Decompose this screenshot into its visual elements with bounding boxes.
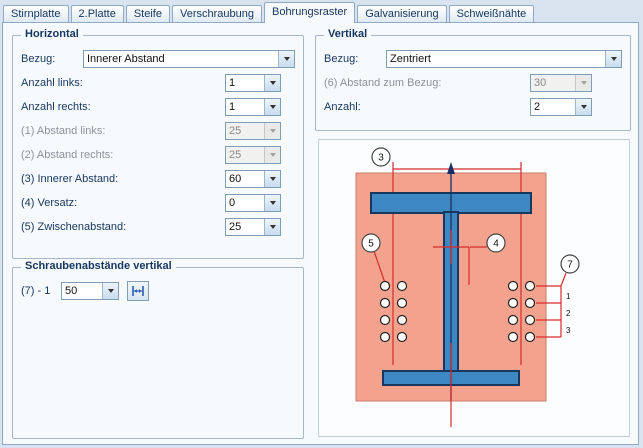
bolt-hole	[381, 282, 390, 291]
bolt-hole	[509, 299, 518, 308]
bolt-hole	[509, 316, 518, 325]
field-row: Anzahl links: 1	[13, 71, 303, 95]
bezug-label: Bezug:	[21, 53, 79, 65]
bolt-pattern-diagram: 1 2 3	[318, 139, 630, 437]
svg-text:7: 7	[567, 260, 573, 271]
bolt-hole	[526, 299, 535, 308]
chevron-down-icon	[575, 75, 591, 91]
innerer-abstand-label: (3) Innerer Abstand:	[21, 173, 225, 185]
tab-schweissnaehte[interactable]: Schweißnähte	[449, 5, 535, 22]
anzahl-links-select[interactable]: 1	[225, 74, 281, 92]
callout-4: 4	[487, 234, 505, 252]
field-row: (7) - 1 50	[13, 279, 303, 303]
vertikal-bezug-label: Bezug:	[324, 53, 382, 65]
field-row: (3) Innerer Abstand: 60	[13, 167, 303, 191]
field-row: Bezug: Zentriert	[316, 47, 630, 71]
bolt-hole	[381, 316, 390, 325]
versatz-select[interactable]: 0	[225, 194, 281, 212]
schraubenabstand-label: (7) - 1	[21, 285, 61, 297]
content-panel: Horizontal Bezug: Innerer Abstand Anzahl…	[2, 22, 639, 445]
field-row: Bezug: Innerer Abstand	[13, 47, 303, 71]
bolt-hole	[398, 333, 407, 342]
chevron-down-icon[interactable]	[102, 283, 118, 299]
equal-spacing-icon	[131, 285, 145, 297]
equal-spacing-button[interactable]	[127, 281, 149, 301]
tab-verschraubung[interactable]: Verschraubung	[172, 5, 262, 22]
bolt-hole	[509, 282, 518, 291]
bolt-hole	[398, 282, 407, 291]
abstand-zum-bezug-select: 30	[530, 74, 592, 92]
bolt-hole	[381, 299, 390, 308]
chevron-down-icon[interactable]	[264, 99, 280, 115]
abstand-rechts-label: (2) Abstand rechts:	[21, 149, 225, 161]
tab-2platte[interactable]: 2.Platte	[71, 5, 124, 22]
anzahl-rechts-select[interactable]: 1	[225, 98, 281, 116]
bolt-hole	[526, 316, 535, 325]
abstand-rechts-select: 25	[225, 146, 281, 164]
abstand-zum-bezug-label: (6) Abstand zum Bezug:	[324, 77, 530, 89]
field-row: (2) Abstand rechts: 25	[13, 143, 303, 167]
tab-galvanisierung[interactable]: Galvanisierung	[357, 5, 446, 22]
innerer-abstand-select[interactable]: 60	[225, 170, 281, 188]
horizontal-bezug-select[interactable]: Innerer Abstand	[83, 50, 295, 68]
field-row: Anzahl rechts: 1	[13, 95, 303, 119]
tab-steife[interactable]: Steife	[126, 5, 170, 22]
bolt-hole	[526, 333, 535, 342]
bolt-hole	[398, 299, 407, 308]
cross-section-drawing: 1 2 3	[321, 143, 627, 433]
svg-text:5: 5	[368, 239, 374, 250]
group-horizontal: Horizontal Bezug: Innerer Abstand Anzahl…	[12, 35, 304, 259]
schraubenabstand-select[interactable]: 50	[61, 282, 119, 300]
abstand-links-select: 25	[225, 122, 281, 140]
field-row: Anzahl: 2	[316, 95, 630, 119]
anzahl-rechts-label: Anzahl rechts:	[21, 101, 225, 113]
chevron-down-icon[interactable]	[605, 51, 621, 67]
anzahl-label: Anzahl:	[324, 101, 530, 113]
chevron-down-icon[interactable]	[278, 51, 294, 67]
tab-bar: Stirnplatte 2.Platte Steife Verschraubun…	[3, 2, 536, 22]
group-schraubenabstaende-title: Schraubenabstände vertikal	[21, 260, 176, 272]
chevron-down-icon[interactable]	[264, 195, 280, 211]
chevron-down-icon[interactable]	[264, 171, 280, 187]
chevron-down-icon[interactable]	[264, 219, 280, 235]
anzahl-select[interactable]: 2	[530, 98, 592, 116]
field-row: (5) Zwischenabstand: 25	[13, 215, 303, 239]
field-row: (1) Abstand links: 25	[13, 119, 303, 143]
tab-bohrungsraster[interactable]: Bohrungsraster	[264, 2, 355, 23]
svg-text:3: 3	[378, 153, 384, 164]
zwischenabstand-label: (5) Zwischenabstand:	[21, 221, 225, 233]
center-line-arrow	[447, 162, 455, 174]
tab-stirnplatte[interactable]: Stirnplatte	[3, 5, 69, 22]
anzahl-links-label: Anzahl links:	[21, 77, 225, 89]
callout-7: 7	[561, 255, 579, 273]
row-spacing-label: 3	[566, 326, 571, 335]
group-horizontal-title: Horizontal	[21, 28, 83, 40]
bolt-hole	[509, 333, 518, 342]
chevron-down-icon	[264, 147, 280, 163]
callout-leader-7	[561, 273, 566, 286]
abstand-links-label: (1) Abstand links:	[21, 125, 225, 137]
callout-3: 3	[372, 148, 390, 166]
callout-5: 5	[362, 234, 380, 252]
row-spacing-label: 1	[566, 292, 571, 301]
group-vertikal: Vertikal Bezug: Zentriert (6) Abstand zu…	[315, 35, 631, 131]
bolt-hole	[398, 316, 407, 325]
chevron-down-icon[interactable]	[575, 99, 591, 115]
bolt-hole	[381, 333, 390, 342]
field-row: (4) Versatz: 0	[13, 191, 303, 215]
bolt-hole	[526, 282, 535, 291]
row-spacing-label: 2	[566, 309, 571, 318]
chevron-down-icon	[264, 123, 280, 139]
chevron-down-icon[interactable]	[264, 75, 280, 91]
versatz-label: (4) Versatz:	[21, 197, 225, 209]
vertikal-bezug-select[interactable]: Zentriert	[386, 50, 622, 68]
field-row: (6) Abstand zum Bezug: 30	[316, 71, 630, 95]
svg-text:4: 4	[493, 239, 499, 250]
group-schraubenabstaende: Schraubenabstände vertikal (7) - 1 50	[12, 267, 304, 439]
zwischenabstand-select[interactable]: 25	[225, 218, 281, 236]
group-vertikal-title: Vertikal	[324, 28, 371, 40]
